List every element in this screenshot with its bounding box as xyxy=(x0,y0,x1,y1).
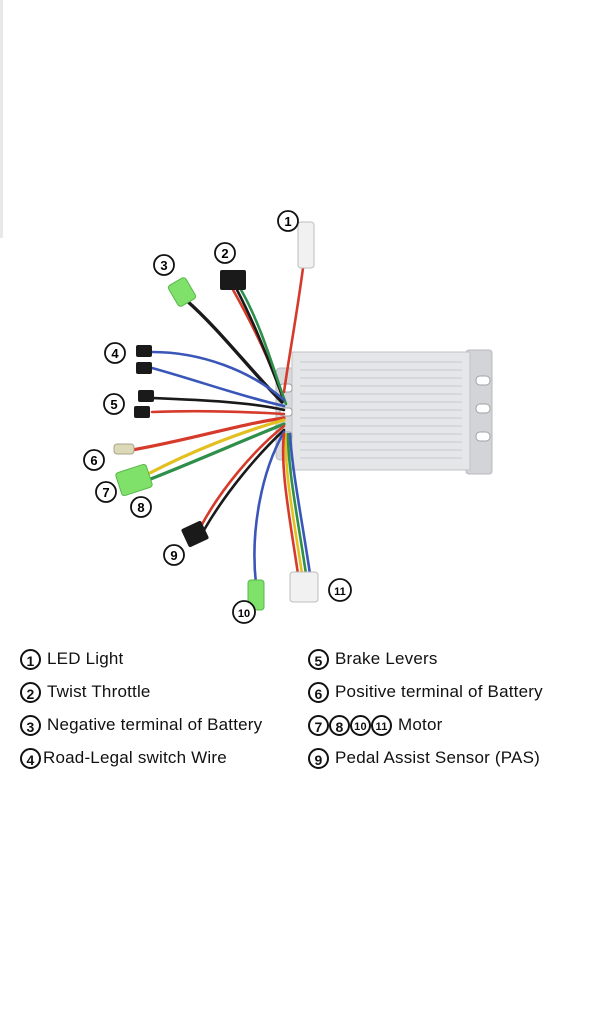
positive-battery-connector xyxy=(113,443,135,455)
legend-number: 9 xyxy=(308,748,329,770)
controller-housing xyxy=(275,349,493,475)
pas-wire-red xyxy=(198,424,286,530)
legend-number: 1 xyxy=(20,649,41,671)
throttle-wire-green xyxy=(238,286,288,406)
wire-bundle xyxy=(130,266,312,586)
legend-number: 7 xyxy=(308,715,329,737)
legend-text: Pedal Assist Sensor (PAS) xyxy=(335,748,540,767)
hall-wire-2 xyxy=(286,432,308,576)
legend-item-positive-battery: 6 Positive terminal of Battery xyxy=(308,681,543,704)
positive-battery-wire xyxy=(130,416,286,452)
callout-5: 5 xyxy=(103,393,125,415)
legend-number: 2 xyxy=(20,682,41,704)
callout-11: 11 xyxy=(328,578,352,602)
callout-2: 2 xyxy=(214,242,236,264)
motor-blue-connector xyxy=(247,579,265,611)
switch-connector-1 xyxy=(136,345,152,357)
legend-number: 5 xyxy=(308,649,329,671)
legend-text: Positive terminal of Battery xyxy=(335,682,543,701)
connectors xyxy=(113,221,319,611)
brake-wire-red xyxy=(150,409,286,416)
svg-text:6: 6 xyxy=(90,453,97,468)
callout-1: 1 xyxy=(277,210,299,232)
svg-text:5: 5 xyxy=(110,397,117,412)
motor-wire-green xyxy=(146,422,286,482)
svg-text:10: 10 xyxy=(238,608,250,620)
legend-text: LED Light xyxy=(47,649,124,668)
legend-text: Twist Throttle xyxy=(47,682,151,701)
callout-6: 6 xyxy=(83,449,105,471)
legend-text: Negative terminal of Battery xyxy=(47,715,263,734)
hall-sensor-connector xyxy=(289,571,319,603)
legend-number: 3 xyxy=(20,715,41,737)
svg-text:8: 8 xyxy=(137,500,144,515)
brake-wire-black xyxy=(150,396,286,412)
svg-text:9: 9 xyxy=(170,548,177,563)
svg-text:4: 4 xyxy=(111,346,119,361)
legend-text: Road-Legal switch Wire xyxy=(43,748,227,767)
hall-wire-3 xyxy=(288,432,312,576)
led-connector xyxy=(297,221,315,269)
legend-item-pas: 9 Pedal Assist Sensor (PAS) xyxy=(308,747,540,770)
callout-markers: 1 2 3 4 5 6 7 8 9 10 11 xyxy=(83,210,352,624)
legend-text: Brake Levers xyxy=(335,649,438,668)
hall-wire-1 xyxy=(284,432,304,576)
hall-wire-4 xyxy=(281,432,300,576)
callout-4: 4 xyxy=(104,342,126,364)
legend-number: 8 xyxy=(329,715,350,737)
svg-text:7: 7 xyxy=(102,485,109,500)
svg-text:11: 11 xyxy=(334,586,346,598)
motor-phase-connector xyxy=(115,463,153,497)
legend-item-negative-battery: 3 Negative terminal of Battery xyxy=(20,714,263,737)
legend-number: 11 xyxy=(371,715,392,737)
legend-number: 10 xyxy=(350,715,371,737)
switch-wire-blue-2 xyxy=(150,366,286,408)
legend-item-led-light: 1 LED Light xyxy=(20,648,124,671)
svg-text:2: 2 xyxy=(221,246,228,261)
legend-number: 4 xyxy=(20,748,41,770)
callout-3: 3 xyxy=(153,254,175,276)
switch-connector-2 xyxy=(136,362,152,374)
motor-wire-yellow xyxy=(146,418,286,476)
svg-text:3: 3 xyxy=(160,258,167,273)
pas-connector xyxy=(181,520,209,548)
led-wire xyxy=(282,266,305,394)
switch-wire-blue xyxy=(150,350,286,402)
legend-item-brake-levers: 5 Brake Levers xyxy=(308,648,438,671)
brake-connector-2 xyxy=(134,406,150,418)
brake-connector-1 xyxy=(138,390,154,402)
negative-battery-connector xyxy=(167,277,197,307)
controller-wiring-diagram: 1 2 3 4 5 6 7 8 9 10 11 xyxy=(83,210,493,624)
legend-text: Motor xyxy=(398,715,443,734)
motor-wire-blue xyxy=(253,430,286,586)
legend-number: 6 xyxy=(308,682,329,704)
callout-8: 8 xyxy=(130,496,152,518)
callout-10: 10 xyxy=(232,600,256,624)
pas-wire-black xyxy=(202,428,286,532)
throttle-connector xyxy=(220,270,246,290)
page-edge-shadow xyxy=(0,0,3,238)
callout-9: 9 xyxy=(163,544,185,566)
callout-7: 7 xyxy=(95,481,117,503)
svg-text:1: 1 xyxy=(284,214,291,229)
legend-item-twist-throttle: 2 Twist Throttle xyxy=(20,681,151,704)
